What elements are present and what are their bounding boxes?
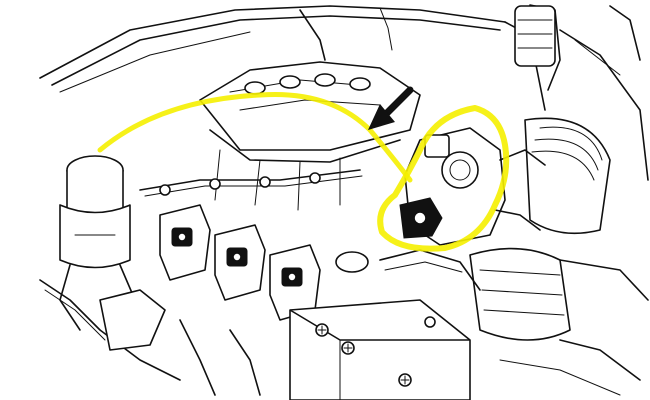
ignition-coil [214, 224, 266, 301]
fuel-rail [139, 169, 363, 197]
brake-fluid-reservoir [59, 155, 151, 331]
ignition-coils [159, 204, 321, 321]
battery [289, 299, 471, 400]
throttle-body [399, 127, 546, 246]
arrow-down-left-icon [368, 86, 414, 130]
air-intake-duct [469, 117, 649, 341]
ignition-coil [159, 204, 211, 281]
highlighted-throttle-body [377, 105, 510, 252]
highlighted-cable-route [97, 91, 413, 183]
intake-manifold [199, 61, 421, 211]
highlight-overlay [97, 91, 510, 252]
lower-hoses [335, 249, 641, 396]
right-strut-tower [504, 4, 649, 181]
hood-outline [39, 5, 506, 93]
brake-lines [39, 279, 261, 396]
